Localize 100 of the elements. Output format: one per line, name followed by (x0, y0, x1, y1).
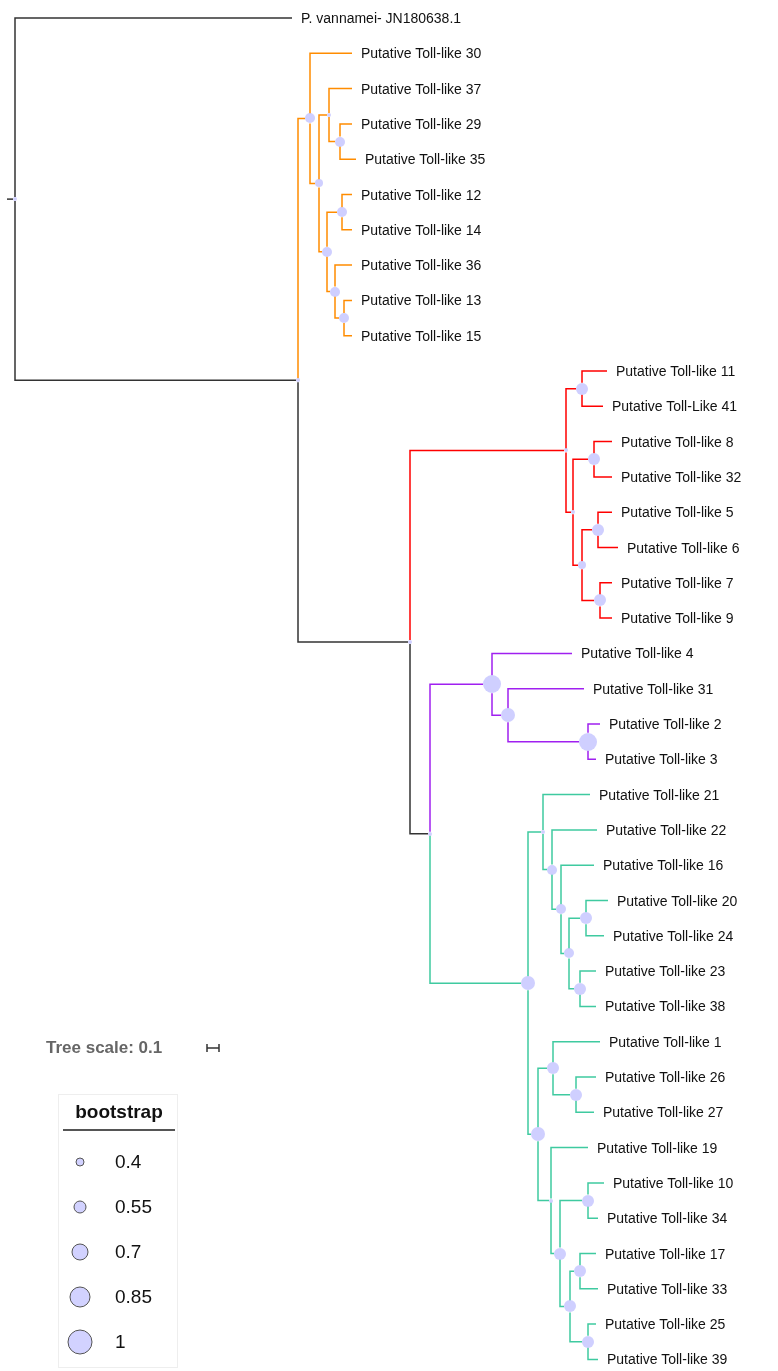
taxon-label: Putative Toll-like 19 (588, 1138, 718, 1157)
tree-branch (343, 299, 353, 314)
bootstrap-circle (564, 948, 574, 959)
legend-label: 0.85 (115, 1286, 152, 1308)
tree-branch (527, 831, 542, 977)
legend-label: 0.7 (115, 1241, 142, 1263)
tree-branch (560, 913, 565, 955)
bootstrap-circle (330, 286, 340, 297)
tree-branch (6, 198, 14, 200)
tree-branch (527, 989, 532, 1136)
tree-branch (537, 1140, 550, 1202)
taxon-label: Putative Toll-like 15 (352, 326, 482, 345)
tree-branch (569, 1270, 575, 1302)
tree-branch (491, 652, 573, 677)
bootstrap-circle (501, 708, 515, 723)
tree-branch (537, 1067, 548, 1129)
tree-branch (409, 449, 565, 641)
taxon-label: Putative Toll-like 13 (352, 291, 482, 310)
taxon-label: Putative Toll-like 22 (597, 820, 727, 839)
tree-branch (579, 970, 597, 984)
tree-branch (587, 1205, 599, 1219)
bootstrap-circle (547, 864, 557, 875)
tree-branch (326, 256, 331, 293)
tree-branch (507, 721, 580, 743)
taxon-label: Putative Toll-like 5 (612, 503, 734, 522)
taxon-label: Putative Toll-like 21 (590, 785, 720, 804)
taxon-label: Putative Toll-like 1 (600, 1032, 722, 1051)
tree-branch (581, 568, 595, 602)
tree-branch (551, 873, 557, 911)
taxon-label: Putative Toll-like 24 (604, 926, 734, 945)
bootstrap-circle (574, 982, 586, 995)
bootstrap-circle (547, 1062, 559, 1075)
bootstrap-circle (582, 1194, 594, 1207)
bootstrap-circle (570, 1088, 582, 1101)
taxon-label: Putative Toll-like 26 (596, 1068, 726, 1086)
taxon-label: Putative Toll-like 29 (352, 114, 482, 133)
tree-branch (328, 87, 353, 114)
bootstrap-circle (315, 179, 323, 188)
bootstrap-circle (554, 1247, 566, 1260)
taxon-label: Putative Toll-like 36 (352, 256, 482, 275)
tree-branch (568, 957, 575, 990)
bootstrap-circle (582, 1335, 594, 1348)
tree-branch (579, 1252, 597, 1266)
tree-branch (579, 994, 597, 1008)
tree-branch (552, 1073, 571, 1096)
bootstrap-circle (580, 912, 592, 925)
tree-branch (559, 1258, 565, 1308)
taxon-label: Putative Toll-like 34 (598, 1209, 728, 1228)
tree-branch (587, 1323, 597, 1337)
tree-branch (542, 793, 591, 831)
tree-scale-label: Tree scale: 0.1 (46, 1038, 163, 1058)
tree-branch (587, 1182, 605, 1196)
tree-branch (587, 1347, 599, 1361)
tree-branch (318, 186, 323, 253)
tree-branch (597, 535, 619, 549)
taxon-label: Putative Toll-like 10 (604, 1173, 734, 1192)
tree-branch (593, 464, 613, 478)
taxon-label: Putative Toll-like 8 (612, 432, 734, 451)
tree-branch (581, 529, 593, 562)
taxon-label: Putative Toll-like 20 (608, 891, 738, 910)
taxon-label: Putative Toll-like 39 (598, 1350, 728, 1369)
taxon-label: P. vannamei- JN180638.1 (292, 9, 462, 27)
tree-branch (560, 864, 595, 906)
bootstrap-circle (594, 594, 606, 607)
tree-branch (572, 458, 589, 511)
tree-branch (318, 114, 328, 181)
bootstrap-circle (521, 976, 535, 991)
taxon-label: Putative Toll-like 35 (356, 150, 486, 169)
tree-branch (491, 692, 502, 716)
tree-branch (14, 17, 293, 198)
tree-branch (585, 923, 605, 937)
taxon-label: Putative Toll-like 25 (596, 1315, 726, 1334)
tree-branch (581, 393, 604, 408)
bootstrap-circle (531, 1127, 545, 1142)
bootstrap-circle (296, 378, 300, 383)
taxon-label: Putative Toll-like 37 (352, 79, 482, 98)
tree-branch (599, 582, 613, 596)
bootstrap-circle (305, 113, 315, 124)
taxon-label: Putative Toll-like 31 (584, 679, 714, 698)
tree-branch (309, 122, 316, 185)
taxon-label: Putative Toll-like 9 (612, 609, 734, 628)
tree-branch (575, 1099, 595, 1114)
tree-branch (328, 116, 336, 143)
tree-branch (550, 1201, 555, 1255)
taxon-label: Putative Toll-like 7 (612, 573, 734, 592)
taxon-label: Putative Toll-like 16 (594, 856, 724, 875)
bootstrap-circle (339, 313, 349, 324)
tree-branch (341, 193, 353, 208)
taxon-label: Putative Toll-like 23 (596, 962, 726, 981)
bootstrap-circle (576, 382, 588, 395)
tree-branch (14, 200, 297, 381)
taxon-label: Putative Toll-like 27 (594, 1103, 724, 1122)
bootstrap-circle (592, 523, 604, 536)
tree-branch (339, 123, 353, 138)
bootstrap-circle (574, 1265, 586, 1278)
tree-branch (339, 145, 357, 160)
taxon-label: Putative Toll-like 12 (352, 185, 482, 204)
tree-branch (568, 917, 581, 950)
tree-branch (550, 1146, 589, 1200)
bootstrap-circle (13, 197, 17, 202)
